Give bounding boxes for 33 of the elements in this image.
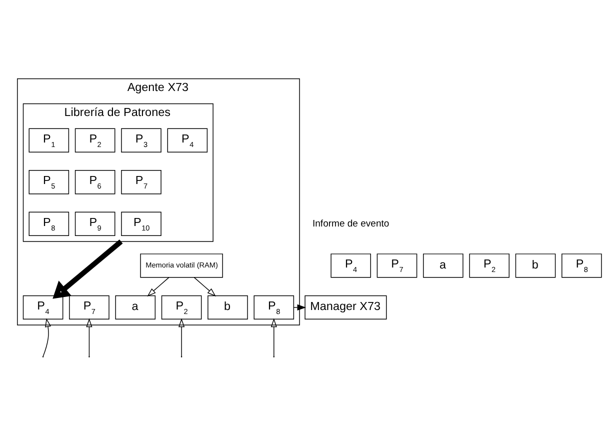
node-box: b bbox=[208, 295, 248, 320]
node-box: a bbox=[423, 254, 464, 278]
node-box: P$_{6}$ bbox=[74, 170, 116, 194]
node-box: P$_{4}$ bbox=[167, 128, 208, 152]
arrow bbox=[293, 304, 306, 311]
arrow bbox=[178, 318, 185, 357]
arrow bbox=[147, 277, 170, 296]
arrow bbox=[194, 277, 216, 296]
node-box: a bbox=[115, 295, 156, 320]
node-box: P$_{8}$ bbox=[254, 295, 294, 320]
node-box: Memoria volatil (RAM) bbox=[140, 254, 223, 278]
label: Informe de evento bbox=[312, 218, 390, 230]
node-box: P$_{4}$ bbox=[22, 295, 64, 320]
node-box: P$_{2}$ bbox=[161, 295, 202, 320]
node-box: P$_{5}$ bbox=[28, 170, 70, 194]
arrow bbox=[270, 318, 277, 357]
node-box: P$_{7}$ bbox=[69, 295, 110, 320]
node-box: P$_{8}$ bbox=[562, 254, 602, 278]
node-box: P$_{2}$ bbox=[74, 128, 116, 152]
node-box: P$_{10}$ bbox=[121, 212, 162, 236]
node-box: b bbox=[515, 254, 556, 278]
node-box: P$_{9}$ bbox=[74, 212, 116, 236]
arrow bbox=[42, 318, 52, 357]
node-box: P$_{1}$ bbox=[28, 128, 70, 152]
node-box: P$_{7}$ bbox=[121, 170, 162, 194]
node-box: P$_{4}$ bbox=[330, 254, 371, 278]
node-box: P$_{7}$ bbox=[376, 254, 418, 278]
node-box: P$_{2}$ bbox=[469, 254, 510, 278]
arrow bbox=[52, 240, 123, 299]
node-box: P$_{8}$ bbox=[28, 212, 70, 236]
arrow bbox=[86, 318, 92, 357]
node-box: P$_{3}$ bbox=[121, 128, 162, 152]
node-box: Manager X73 bbox=[304, 295, 387, 320]
